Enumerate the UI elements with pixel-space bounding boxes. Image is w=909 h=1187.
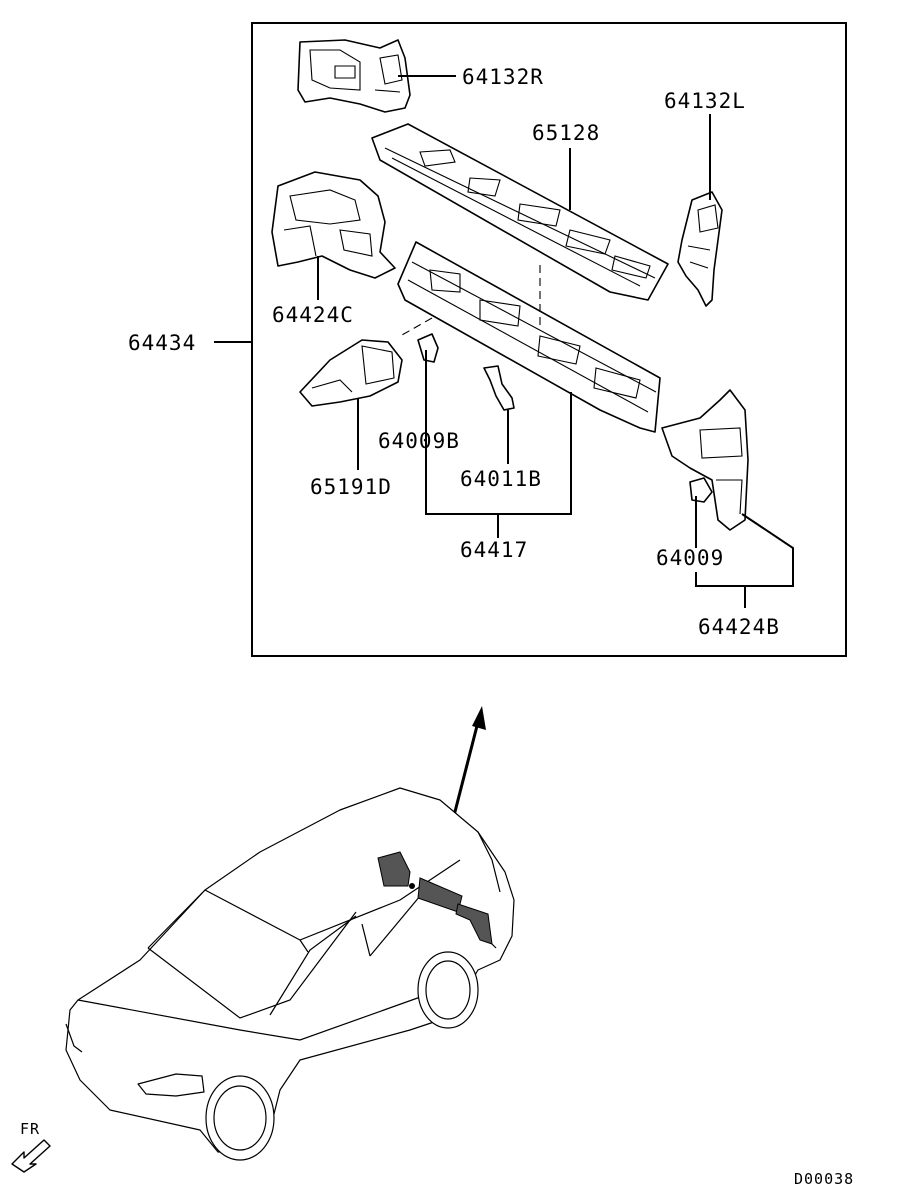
front-arrow-icon [11, 1139, 51, 1173]
front-direction-indicator: FR [11, 1120, 51, 1173]
diagram-code: D00038 [794, 1170, 854, 1187]
part-64417-drawing [397, 241, 661, 433]
label-64132R: 64132R [462, 65, 544, 89]
label-64424B: 64424B [698, 615, 780, 639]
label-64009B: 64009B [378, 429, 460, 453]
label-65191D: 65191D [310, 475, 392, 499]
label-65128: 65128 [532, 121, 600, 145]
vehicle-outline [65, 787, 515, 1161]
part-64011B-drawing [483, 365, 515, 411]
part-65191D-drawing [299, 339, 403, 407]
label-64434: 64434 [128, 331, 196, 355]
part-64424B-drawing [661, 389, 749, 531]
part-64009-drawing [689, 477, 713, 503]
label-64009: 64009 [656, 546, 724, 570]
part-64009B-drawing [417, 333, 439, 363]
part-65128-drawing [371, 123, 669, 301]
part-64132R-drawing [297, 39, 411, 113]
label-64132L: 64132L [664, 89, 746, 113]
part-64424C-drawing [271, 171, 396, 279]
label-64424C: 64424C [272, 303, 354, 327]
leader-lines [214, 75, 794, 608]
label-64011B: 64011B [460, 467, 542, 491]
detail-frame [251, 22, 847, 657]
part-64132L-drawing [677, 191, 723, 307]
fr-label: FR [20, 1120, 40, 1138]
label-64417: 64417 [460, 538, 528, 562]
